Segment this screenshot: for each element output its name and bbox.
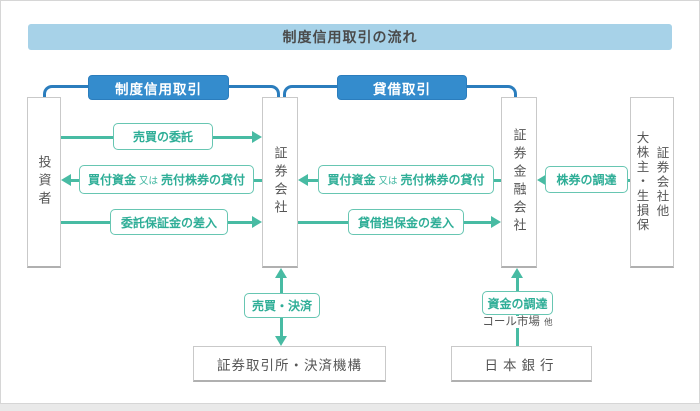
loan-left-or: 又は xyxy=(138,175,158,187)
box-securities-company-label: 証券会社 xyxy=(272,146,288,218)
arrow-right-icon xyxy=(252,216,262,228)
flow-label-stock-procurement: 株券の調達 xyxy=(545,166,628,193)
box-shareholders: 大株主・生損保 証券会社他 xyxy=(630,97,674,268)
flow-label-loan-left: 買付資金又は売付株券の貸付 xyxy=(79,165,254,194)
box-bank-of-japan: 日本銀行 xyxy=(451,346,592,382)
arrow-left-icon xyxy=(298,174,308,186)
box-shareholders-right-label: 証券会社他 xyxy=(654,145,669,219)
section-label-margin-trading: 制度信用取引 xyxy=(88,75,229,100)
box-securities-finance-company-label: 証券金融会社 xyxy=(511,128,527,236)
arrow-left-icon xyxy=(61,174,71,186)
box-shareholders-left-label: 大株主・生損保 xyxy=(634,131,649,233)
flow-label-loan-collateral: 貸借担保金の差入 xyxy=(348,209,464,235)
arrow-up-icon xyxy=(511,268,523,278)
arrow-left-icon xyxy=(537,174,547,186)
box-bank-of-japan-label: 日本銀行 xyxy=(484,357,559,373)
flow-label-loan-right: 買付資金又は売付株券の貸付 xyxy=(318,165,494,194)
box-stock-exchange: 証券取引所・決済機構 xyxy=(193,346,386,382)
loan-right-part2: 売付株券の貸付 xyxy=(400,173,485,187)
box-investor-label: 投資者 xyxy=(36,155,52,209)
section-label-loan-transaction: 貸借取引 xyxy=(337,75,467,100)
call-market-label: コール市場 xyxy=(481,316,541,328)
arrow-down-icon xyxy=(275,336,287,346)
box-stock-exchange-label: 証券取引所・決済機構 xyxy=(217,357,362,373)
arrow-up-icon xyxy=(275,268,287,278)
flow-label-settlement: 売買・決済 xyxy=(244,293,320,318)
loan-right-part1: 買付資金 xyxy=(327,173,376,187)
page-title: 制度信用取引の流れ xyxy=(28,24,672,50)
call-market-other-label: 他 xyxy=(544,317,553,327)
box-securities-finance-company: 証券金融会社 xyxy=(501,97,537,268)
loan-right-or: 又は xyxy=(378,175,398,187)
box-investor: 投資者 xyxy=(27,97,61,268)
box-securities-company: 証券会社 xyxy=(262,97,298,268)
flow-label-trade-order: 売買の委託 xyxy=(113,123,213,150)
call-market-caption: コール市場 他 xyxy=(462,313,572,329)
arrow-right-icon xyxy=(491,216,501,228)
loan-left-part2: 売付株券の貸付 xyxy=(161,173,246,187)
loan-left-part1: 買付資金 xyxy=(87,173,136,187)
flow-label-margin-deposit: 委託保証金の差入 xyxy=(110,209,228,235)
flow-label-funds-procurement: 資金の調達 xyxy=(482,291,553,315)
arrow-right-icon xyxy=(252,131,262,143)
